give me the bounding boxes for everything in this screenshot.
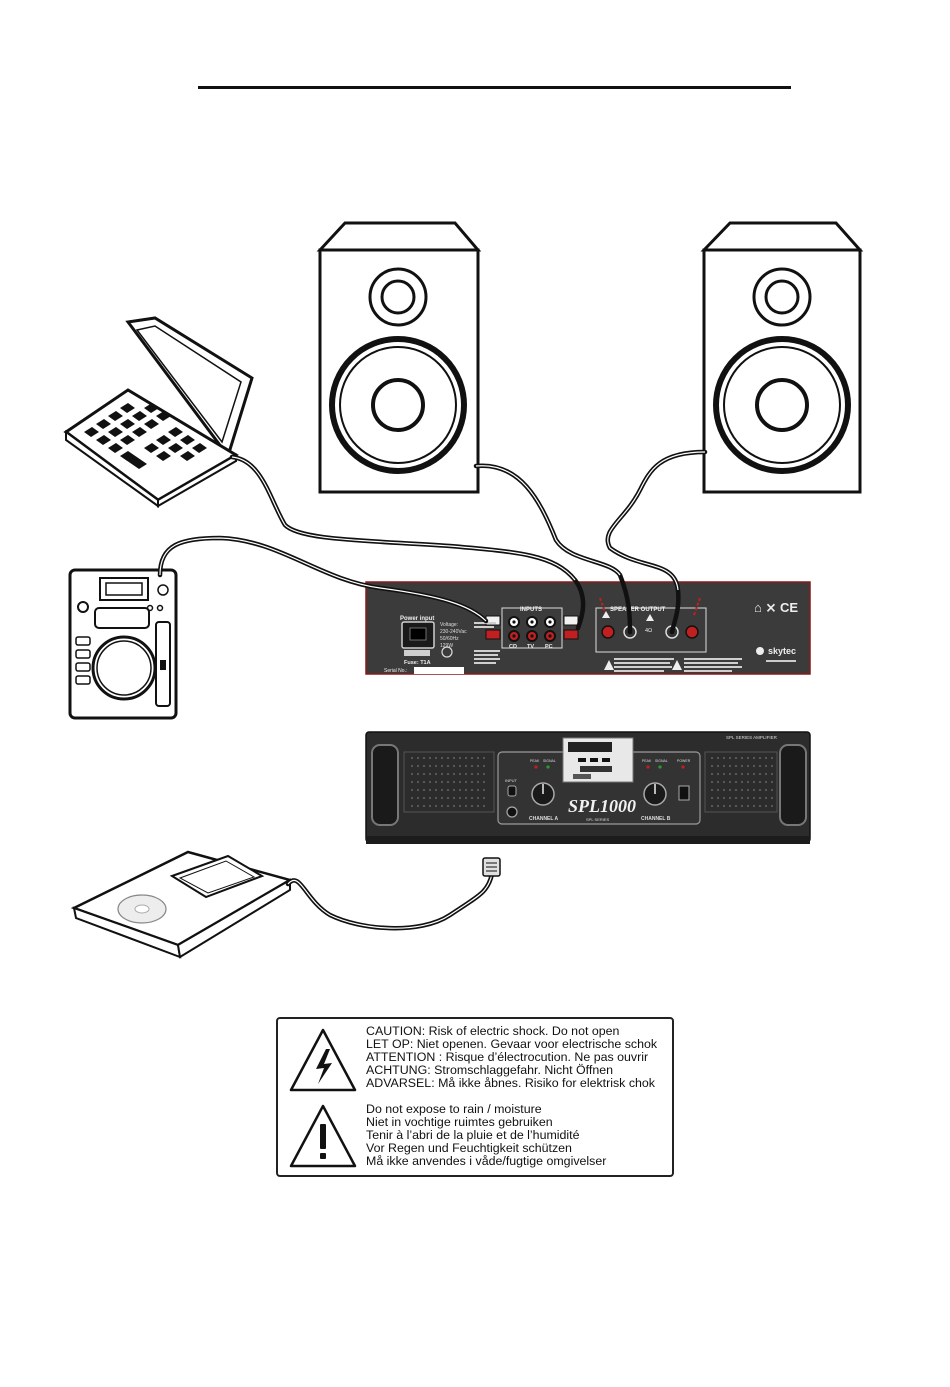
channel-b-label: CHANNEL B bbox=[641, 816, 671, 822]
connection-diagram: Power input Fuse: T1A Serial No.: Voltag… bbox=[63, 221, 864, 959]
inputs-label: INPUTS bbox=[520, 607, 542, 613]
laptop bbox=[63, 316, 254, 508]
brand-label: skytec bbox=[768, 646, 796, 656]
title-rule bbox=[198, 86, 791, 89]
model-logo: SPL1000 bbox=[568, 796, 636, 816]
input-name-tv: TV bbox=[527, 644, 534, 650]
speaker-right bbox=[700, 221, 864, 494]
peak-label-a: PEAK bbox=[530, 759, 540, 763]
shock-warning-line: ACHTUNG: Stromschlaggefahr. Nicht Öffnen bbox=[366, 1063, 613, 1078]
lightning-bolt-triangle-icon bbox=[289, 1028, 357, 1092]
frequency-value: 50/60Hz bbox=[440, 636, 459, 642]
model-header: SPL SERIES AMPLIFIER bbox=[726, 735, 778, 740]
speaker-output-label: SPEAKER OUTPUT bbox=[610, 607, 666, 613]
shock-warning-line: ATTENTION : Risque d’électrocution. Ne p… bbox=[366, 1050, 649, 1065]
cable-mp3 bbox=[285, 871, 495, 931]
moisture-warning-line: Do not expose to rain / moisture bbox=[366, 1102, 542, 1116]
power-value: 129W bbox=[440, 643, 453, 649]
cd-player bbox=[68, 568, 178, 720]
shock-warning-line: LET OP: Niet openen. Gevaar voor electri… bbox=[366, 1037, 658, 1052]
exclamation-triangle-icon bbox=[289, 1104, 357, 1168]
serial-label: Serial No.: bbox=[384, 668, 407, 674]
signal-label-b: SIGNAL bbox=[655, 759, 668, 763]
impedance-label: 4Ω bbox=[645, 628, 652, 634]
input-name-cd: CD bbox=[509, 644, 517, 650]
series-label: SPL SERIES bbox=[586, 817, 610, 822]
channel-a-label: CHANNEL A bbox=[529, 816, 559, 822]
moisture-warning-line: Vor Regen und Feuchtigkeit schützen bbox=[366, 1141, 572, 1156]
moisture-warning-line: Niet in vochtige ruimtes gebruiken bbox=[366, 1115, 553, 1130]
rca-jacks bbox=[508, 616, 556, 642]
voltage-label: Voltage: bbox=[440, 622, 458, 628]
shock-warning-line: CAUTION: Risk of electric shock. Do not … bbox=[366, 1024, 620, 1038]
power-label: POWER bbox=[677, 759, 691, 763]
input-name-pc: PC bbox=[545, 644, 553, 650]
mp3-player bbox=[70, 850, 294, 959]
moisture-warning-line: Må ikke anvendes i våde/fugtige omgivels… bbox=[366, 1154, 607, 1169]
rca-plugs bbox=[485, 615, 579, 640]
input-label: INPUT bbox=[505, 778, 518, 783]
signal-label-a: SIGNAL bbox=[543, 759, 556, 763]
shock-warning-line: ADVARSEL: Må ikke åbnes. Risiko for elek… bbox=[366, 1076, 655, 1091]
vent-grille-left bbox=[411, 757, 485, 807]
amplifier-front-panel: SPL SERIES AMPLIFIER bbox=[365, 731, 811, 844]
speaker-left bbox=[316, 221, 482, 494]
safety-warnings: CAUTION: Risk of electric shock. Do not … bbox=[276, 1017, 674, 1177]
peak-label-b: PEAK bbox=[642, 759, 652, 763]
svg-text:⌂ ⨯ CE: ⌂ ⨯ CE bbox=[754, 600, 798, 615]
voltage-value: 230-240Vac bbox=[440, 629, 467, 635]
moisture-warning-line: Tenir à l’abri de la pluie et de l’humid… bbox=[366, 1128, 580, 1143]
fuse-label: Fuse: T1A bbox=[404, 660, 431, 666]
vent-grille-right bbox=[711, 757, 773, 807]
cable-highlights bbox=[159, 451, 706, 622]
power-input-label: Power input bbox=[400, 616, 434, 622]
